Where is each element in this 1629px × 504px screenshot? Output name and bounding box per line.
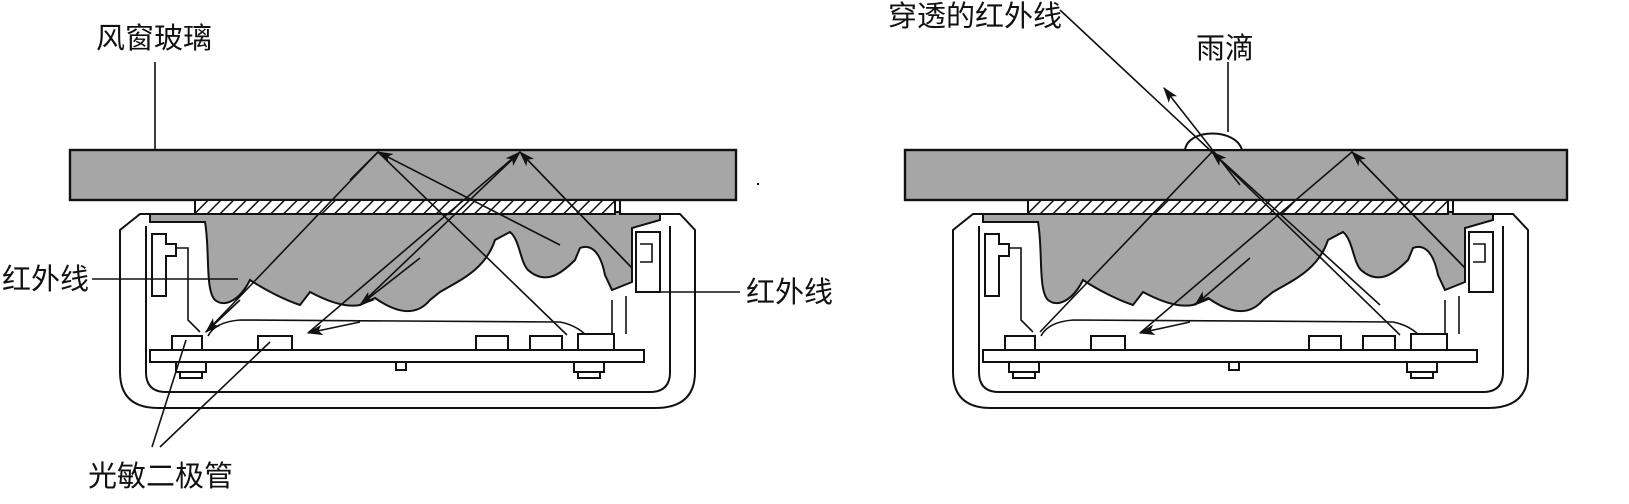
penetrating-ir-label: 穿透的红外线 — [888, 0, 1062, 33]
raindrop-label: 雨滴 — [1196, 31, 1254, 65]
photodiode-leader-2 — [159, 341, 271, 448]
left-windshield-glass — [68, 148, 738, 202]
speck — [757, 183, 759, 185]
ir-left-label: 红外线 — [2, 262, 89, 296]
left-ir-rays — [205, 150, 633, 336]
right-sensor-panel: 穿透的红外线 雨滴 — [888, 0, 1569, 409]
raindrop — [1183, 132, 1244, 151]
right-sensor-module — [952, 199, 1529, 409]
glass-label: 风窗玻璃 — [96, 21, 212, 55]
left-sensor-panel: 风窗玻璃 红外线 红外线 光敏二极管 — [2, 21, 833, 493]
left-sensor-module — [119, 199, 696, 409]
photodiode-label: 光敏二极管 — [88, 459, 233, 493]
ir-right-label: 红外线 — [746, 275, 833, 309]
right-ir-rays — [1039, 9, 1466, 336]
photodiode-leader-1 — [151, 339, 187, 448]
